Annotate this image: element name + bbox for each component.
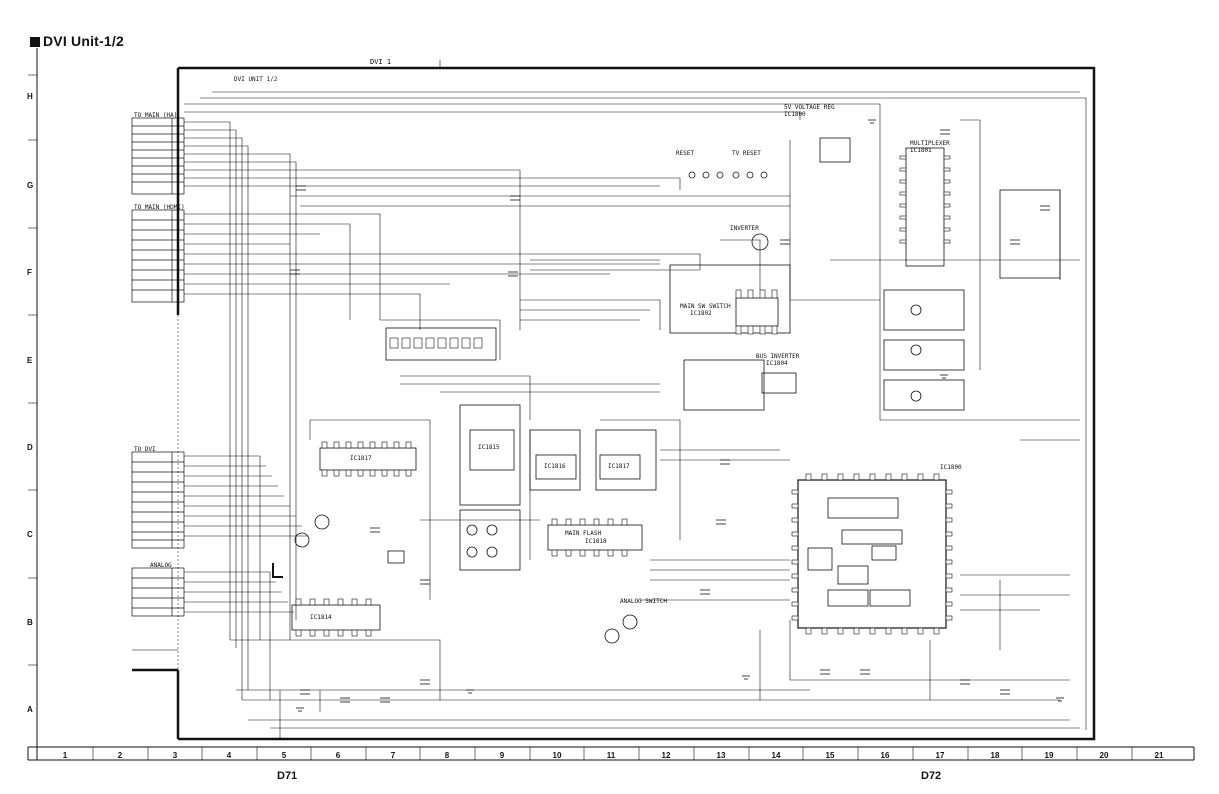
col-label: 4 (226, 751, 232, 760)
col-label: 10 (552, 751, 562, 760)
board-label: DVI 1 (370, 58, 392, 66)
connector-label: ANALOG (150, 562, 172, 569)
col-label: 21 (1154, 751, 1164, 760)
frame (27, 48, 1195, 761)
ic-ref-label: IC1815 (478, 444, 500, 451)
col-label: 13 (716, 751, 726, 760)
connector-p1804 (131, 567, 185, 617)
ground-symbols (296, 119, 1064, 712)
col-label: 7 (390, 751, 396, 760)
ic-ref-label: IC1814 (310, 614, 332, 621)
inverter-label: INVERTER (730, 225, 759, 232)
row-label-e: E (27, 356, 33, 365)
passives (290, 129, 1050, 703)
col-label: 2 (117, 751, 123, 760)
row-label-f: F (27, 268, 32, 277)
ic-ref-label: IC1800 (784, 111, 806, 118)
connector-p1803 (131, 451, 185, 549)
wiring-left (132, 91, 1087, 730)
col-label: 12 (661, 751, 671, 760)
connector-label: TO DVI (134, 446, 156, 453)
col-label: 17 (935, 751, 945, 760)
connector-label: TO MAIN (HA) (134, 112, 178, 119)
page-title: DVI Unit-1/2 (30, 33, 124, 49)
col-label: 18 (990, 751, 1000, 760)
title-bullet-icon (30, 37, 40, 47)
col-label: 9 (499, 751, 505, 760)
ic-ref-label: IC1801 (910, 147, 932, 154)
col-label: 3 (172, 751, 178, 760)
col-label: 19 (1044, 751, 1054, 760)
ic-ref-label: IC1804 (766, 360, 788, 367)
wiring-mid (279, 119, 1080, 740)
connector-p1802 (131, 209, 185, 303)
col-label: 11 (606, 751, 616, 760)
ic-ref-label: IC1818 (585, 538, 607, 545)
col-label: 8 (444, 751, 450, 760)
ic-boxes (291, 137, 1061, 631)
ic-pins (295, 155, 953, 637)
reset-label: RESET (676, 150, 695, 157)
col-label: 15 (825, 751, 835, 760)
page-title-text: DVI Unit-1/2 (43, 33, 124, 49)
row-label-d: D (27, 443, 33, 452)
tv-reset-label: TV RESET (732, 150, 761, 157)
ic-ref-label: IC1817 (608, 463, 630, 470)
ic-ref-label: IC1816 (544, 463, 566, 470)
section-label-d71: D71 (277, 770, 298, 782)
col-label: 14 (771, 751, 781, 760)
marker-l (272, 563, 283, 578)
col-label: 20 (1099, 751, 1109, 760)
col-label: 5 (281, 751, 287, 760)
ic-function-label: MAIN FLASH (565, 530, 602, 537)
row-label-g: G (27, 181, 34, 190)
board-outline (132, 60, 1096, 741)
col-label: 16 (880, 751, 890, 760)
row-label-h: H (27, 92, 33, 101)
row-label-c: C (27, 530, 33, 539)
section-label-d72: D72 (921, 770, 942, 782)
connector-p1801 (131, 117, 185, 195)
row-label-b: B (27, 618, 33, 627)
analog-switch-label: ANALOG SWITCH (620, 598, 667, 605)
ic-function-label: MAIN SW SWITCH (680, 303, 731, 310)
transistors (294, 171, 922, 644)
col-label: 6 (335, 751, 341, 760)
connector-label: TO MAIN (HDMI) (134, 204, 185, 211)
ic-ref-label: IC1800 (940, 464, 962, 471)
ic-ref-label: IC1817 (350, 455, 372, 462)
col-label: 1 (62, 751, 68, 760)
ic-function-label: 5V VOLTAGE REG (784, 104, 835, 111)
unit-header: DVI UNIT 1/2 (234, 76, 278, 83)
ic-function-label: BUS INVERTER (756, 353, 800, 360)
ic-function-label: MULTIPLEXER (910, 140, 950, 147)
ic-ref-label: IC1802 (690, 310, 712, 317)
row-label-a: A (27, 705, 33, 714)
